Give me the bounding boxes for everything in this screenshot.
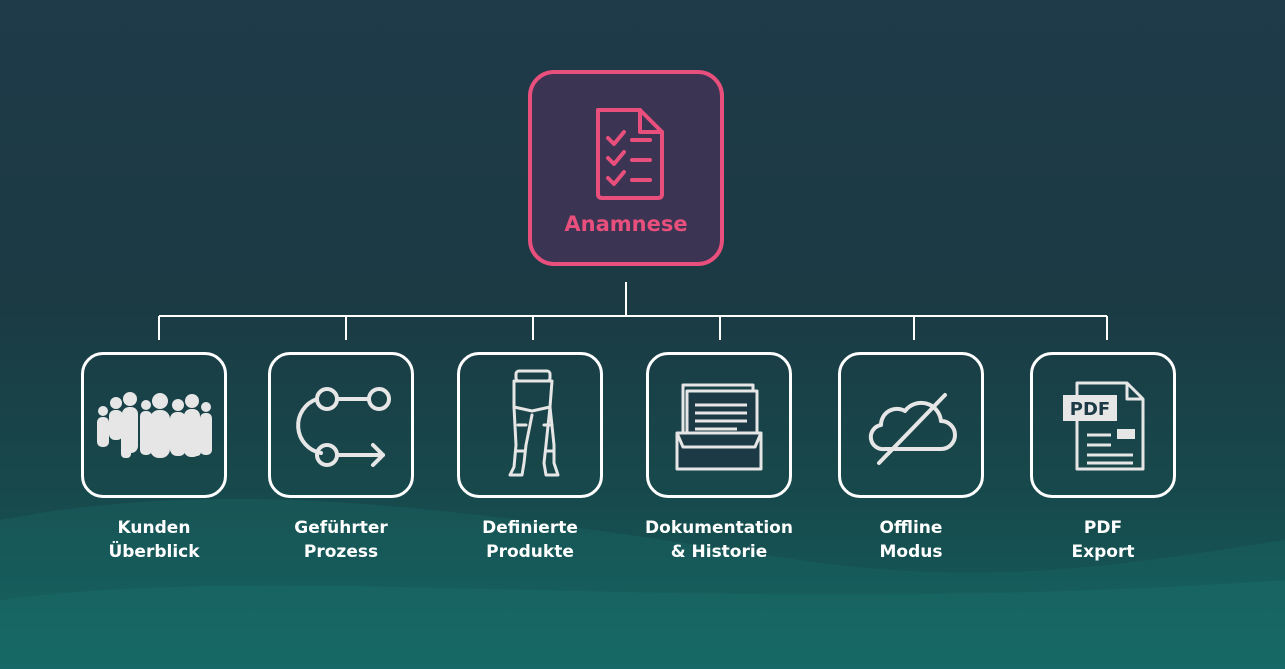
node-label-6-line2: Export	[1071, 542, 1135, 562]
node-label-2-line1: Geführter	[294, 518, 388, 538]
node-pdf-export[interactable]: PDF	[1030, 352, 1176, 498]
node-label-2: Geführter Prozess	[246, 516, 436, 564]
node-label-3-line1: Definierte	[482, 518, 578, 538]
node-label-6-line1: PDF	[1083, 518, 1123, 538]
people-group-icon	[97, 392, 212, 458]
checklist-document-icon	[596, 108, 664, 200]
process-flow-icon	[296, 387, 391, 467]
node-label-5-line2: Modus	[879, 542, 943, 562]
node-label-1: Kunden Überblick	[59, 516, 249, 564]
node-kunden-ueberblick[interactable]	[81, 352, 227, 498]
pdf-icon-text: PDF	[1070, 399, 1110, 420]
compression-stocking-icon	[508, 369, 560, 477]
node-label-1-line2: Überblick	[108, 542, 200, 562]
node-label-5-line1: Offline	[879, 518, 943, 538]
node-label-2-line2: Prozess	[303, 542, 379, 562]
node-label-5: Offline Modus	[816, 516, 1006, 564]
node-offline-modus[interactable]	[838, 352, 984, 498]
node-label-4: Dokumentation & Historie	[624, 516, 814, 564]
pdf-document-icon: PDF	[1063, 381, 1145, 471]
root-node-anamnese[interactable]: Anamnese	[528, 70, 724, 266]
node-label-4-line1: Dokumentation	[645, 518, 793, 538]
node-gefuehrter-prozess[interactable]	[268, 352, 414, 498]
node-dokumentation-historie[interactable]	[646, 352, 792, 498]
node-label-3-line2: Produkte	[486, 542, 574, 562]
node-label-6: PDF Export	[1008, 516, 1198, 564]
node-definierte-produkte[interactable]	[457, 352, 603, 498]
root-label: Anamnese	[564, 212, 688, 236]
node-label-1-line1: Kunden	[117, 518, 191, 538]
cloud-off-icon	[868, 393, 957, 465]
file-box-icon	[675, 383, 763, 471]
node-label-4-line2: & Historie	[670, 542, 768, 562]
node-label-3: Definierte Produkte	[435, 516, 625, 564]
